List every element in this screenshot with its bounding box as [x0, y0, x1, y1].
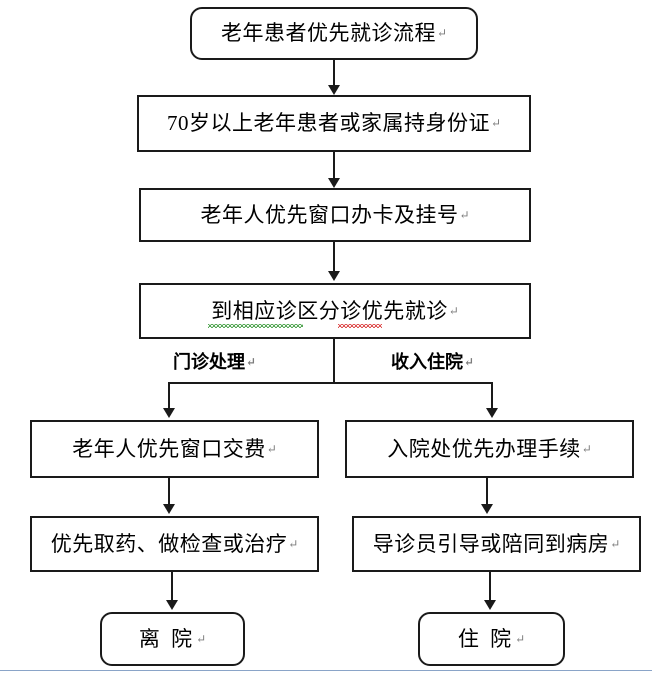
flow-node-guide-to-ward[interactable]: 导诊员引导或陪同到病房↵	[352, 516, 641, 572]
flow-node-leave-label: 离 院	[138, 626, 196, 651]
flow-node-admission-desk-label: 入院处优先办理手续	[387, 436, 581, 461]
flow-node-inpatient-label: 住 院	[457, 626, 515, 651]
arrowhead-icon	[328, 85, 340, 95]
connector-branch-left-drop	[168, 382, 170, 410]
connector-branch-bus	[168, 382, 493, 384]
connector-triage-stem	[333, 339, 335, 384]
connector-care-to-leave	[171, 572, 173, 602]
arrowhead-icon	[486, 408, 498, 418]
flow-node-triage[interactable]: 到相应诊区分诊优先就诊↵	[139, 283, 531, 339]
arrowhead-icon	[328, 271, 340, 281]
flow-node-outpatient-care-label: 优先取药、做检查或治疗	[50, 531, 288, 556]
arrowhead-icon	[163, 504, 175, 514]
arrowhead-icon	[481, 504, 493, 514]
arrowhead-icon	[328, 178, 340, 188]
flow-node-admission-desk[interactable]: 入院处优先办理手续↵	[345, 420, 634, 478]
return-mark-icon: ↵	[581, 441, 592, 456]
connector-admission-to-guide	[486, 478, 488, 506]
return-mark-icon: ↵	[490, 116, 502, 130]
connector-id-check-to-register	[333, 152, 335, 180]
flow-node-id-check[interactable]: 70岁以上老年患者或家属持身份证↵	[137, 95, 531, 152]
branch-label-outpatient: 门诊处理↵	[173, 348, 256, 374]
flow-node-register[interactable]: 老年人优先窗口办卡及挂号↵	[139, 188, 531, 242]
spellcheck-underline-red	[338, 324, 382, 328]
return-mark-icon: ↵	[464, 355, 475, 369]
flow-node-inpatient[interactable]: 住 院↵	[418, 612, 565, 666]
return-mark-icon: ↵	[246, 355, 257, 369]
return-mark-icon: ↵	[610, 536, 621, 551]
arrowhead-icon	[484, 600, 496, 610]
flow-node-start-label: 老年患者优先就诊流程	[220, 21, 436, 45]
return-mark-icon: ↵	[266, 441, 277, 456]
branch-label-inpatient-text: 收入住院	[391, 352, 463, 372]
return-mark-icon: ↵	[448, 303, 459, 318]
flow-node-leave[interactable]: 离 院↵	[100, 612, 245, 666]
branch-label-outpatient-text: 门诊处理	[173, 352, 245, 372]
flow-node-register-label: 老年人优先窗口办卡及挂号	[200, 202, 459, 227]
connector-guide-to-inpatient	[489, 572, 491, 602]
connector-branch-right-drop	[491, 382, 493, 410]
flow-node-guide-to-ward-label: 导诊员引导或陪同到病房	[372, 531, 610, 556]
branch-label-inpatient: 收入住院↵	[391, 348, 474, 374]
return-mark-icon: ↵	[196, 631, 207, 646]
return-mark-icon: ↵	[436, 26, 448, 40]
flow-node-outpatient-care[interactable]: 优先取药、做检查或治疗↵	[30, 516, 319, 572]
arrowhead-icon	[163, 408, 175, 418]
flow-node-triage-label: 到相应诊区分诊优先就诊	[211, 298, 448, 323]
return-mark-icon: ↵	[515, 631, 526, 646]
flow-node-start[interactable]: 老年患者优先就诊流程↵	[190, 7, 478, 60]
connector-outpatient-pay-to-care	[168, 478, 170, 506]
page-boundary-rule	[0, 670, 652, 671]
flow-node-id-check-label: 70岁以上老年患者或家属持身份证	[166, 111, 490, 135]
spellcheck-underline-green	[208, 324, 303, 328]
flow-node-outpatient-pay-label: 老年人优先窗口交费	[72, 436, 266, 461]
connector-start-to-id-check	[333, 60, 335, 87]
return-mark-icon: ↵	[288, 536, 299, 551]
return-mark-icon: ↵	[459, 207, 470, 222]
arrowhead-icon	[166, 600, 178, 610]
connector-register-to-triage	[333, 242, 335, 273]
flow-node-outpatient-pay[interactable]: 老年人优先窗口交费↵	[30, 420, 319, 478]
